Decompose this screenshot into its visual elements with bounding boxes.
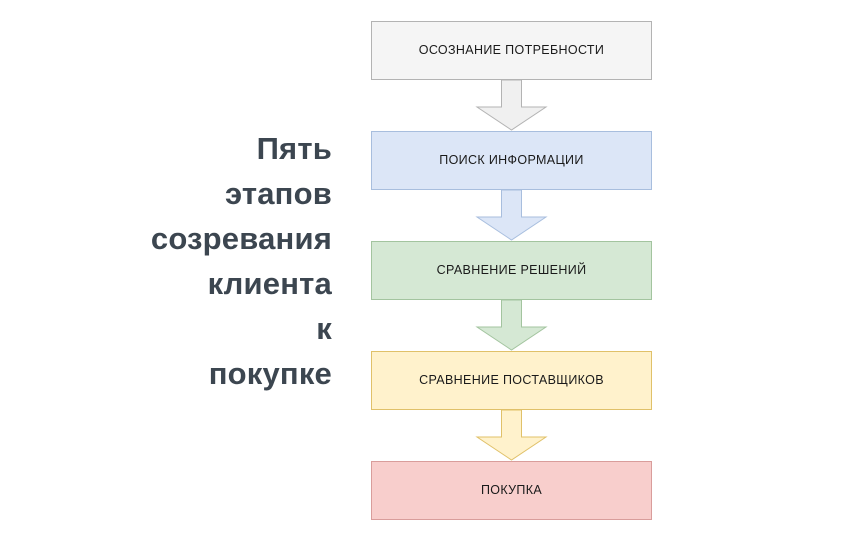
flow-connector-arrow xyxy=(371,410,652,461)
arrow-down-icon xyxy=(475,80,548,131)
flow-connector-arrow xyxy=(371,190,652,241)
flow-stage: СРАВНЕНИЕ РЕШЕНИЙ xyxy=(371,241,652,300)
arrow-down-icon xyxy=(475,410,548,461)
flow-stage-label: ПОИСК ИНФОРМАЦИИ xyxy=(439,153,584,167)
flow-stage: СРАВНЕНИЕ ПОСТАВЩИКОВ xyxy=(371,351,652,410)
flow-stage-label: СРАВНЕНИЕ ПОСТАВЩИКОВ xyxy=(419,373,604,387)
flow-stage: ОСОЗНАНИЕ ПОТРЕБНОСТИ xyxy=(371,21,652,80)
flow-stage-label: СРАВНЕНИЕ РЕШЕНИЙ xyxy=(436,263,587,277)
arrow-down-icon xyxy=(475,190,548,241)
flow-stage-label: ОСОЗНАНИЕ ПОТРЕБНОСТИ xyxy=(418,43,605,57)
flow-stage: ПОИСК ИНФОРМАЦИИ xyxy=(371,131,652,190)
flow-stage-box-3[interactable]: СРАВНЕНИЕ РЕШЕНИЙ xyxy=(371,241,652,300)
arrow-down-icon xyxy=(475,300,548,351)
flow-stage-label: ПОКУПКА xyxy=(480,483,543,497)
headline-title: Пять этапов созревания клиента к покупке xyxy=(150,131,332,391)
process-flow: ОСОЗНАНИЕ ПОТРЕБНОСТИ ПОИСК ИНФОРМАЦИИ СРА… xyxy=(371,21,652,520)
flow-stage-box-4[interactable]: СРАВНЕНИЕ ПОСТАВЩИКОВ xyxy=(371,351,652,410)
flow-connector-arrow xyxy=(371,80,652,131)
flow-stage: ПОКУПКА xyxy=(371,461,652,520)
flow-stage-box-2[interactable]: ПОИСК ИНФОРМАЦИИ xyxy=(371,131,652,190)
flow-stage-box-1[interactable]: ОСОЗНАНИЕ ПОТРЕБНОСТИ xyxy=(371,21,652,80)
flow-stage-box-5[interactable]: ПОКУПКА xyxy=(371,461,652,520)
flow-connector-arrow xyxy=(371,300,652,351)
